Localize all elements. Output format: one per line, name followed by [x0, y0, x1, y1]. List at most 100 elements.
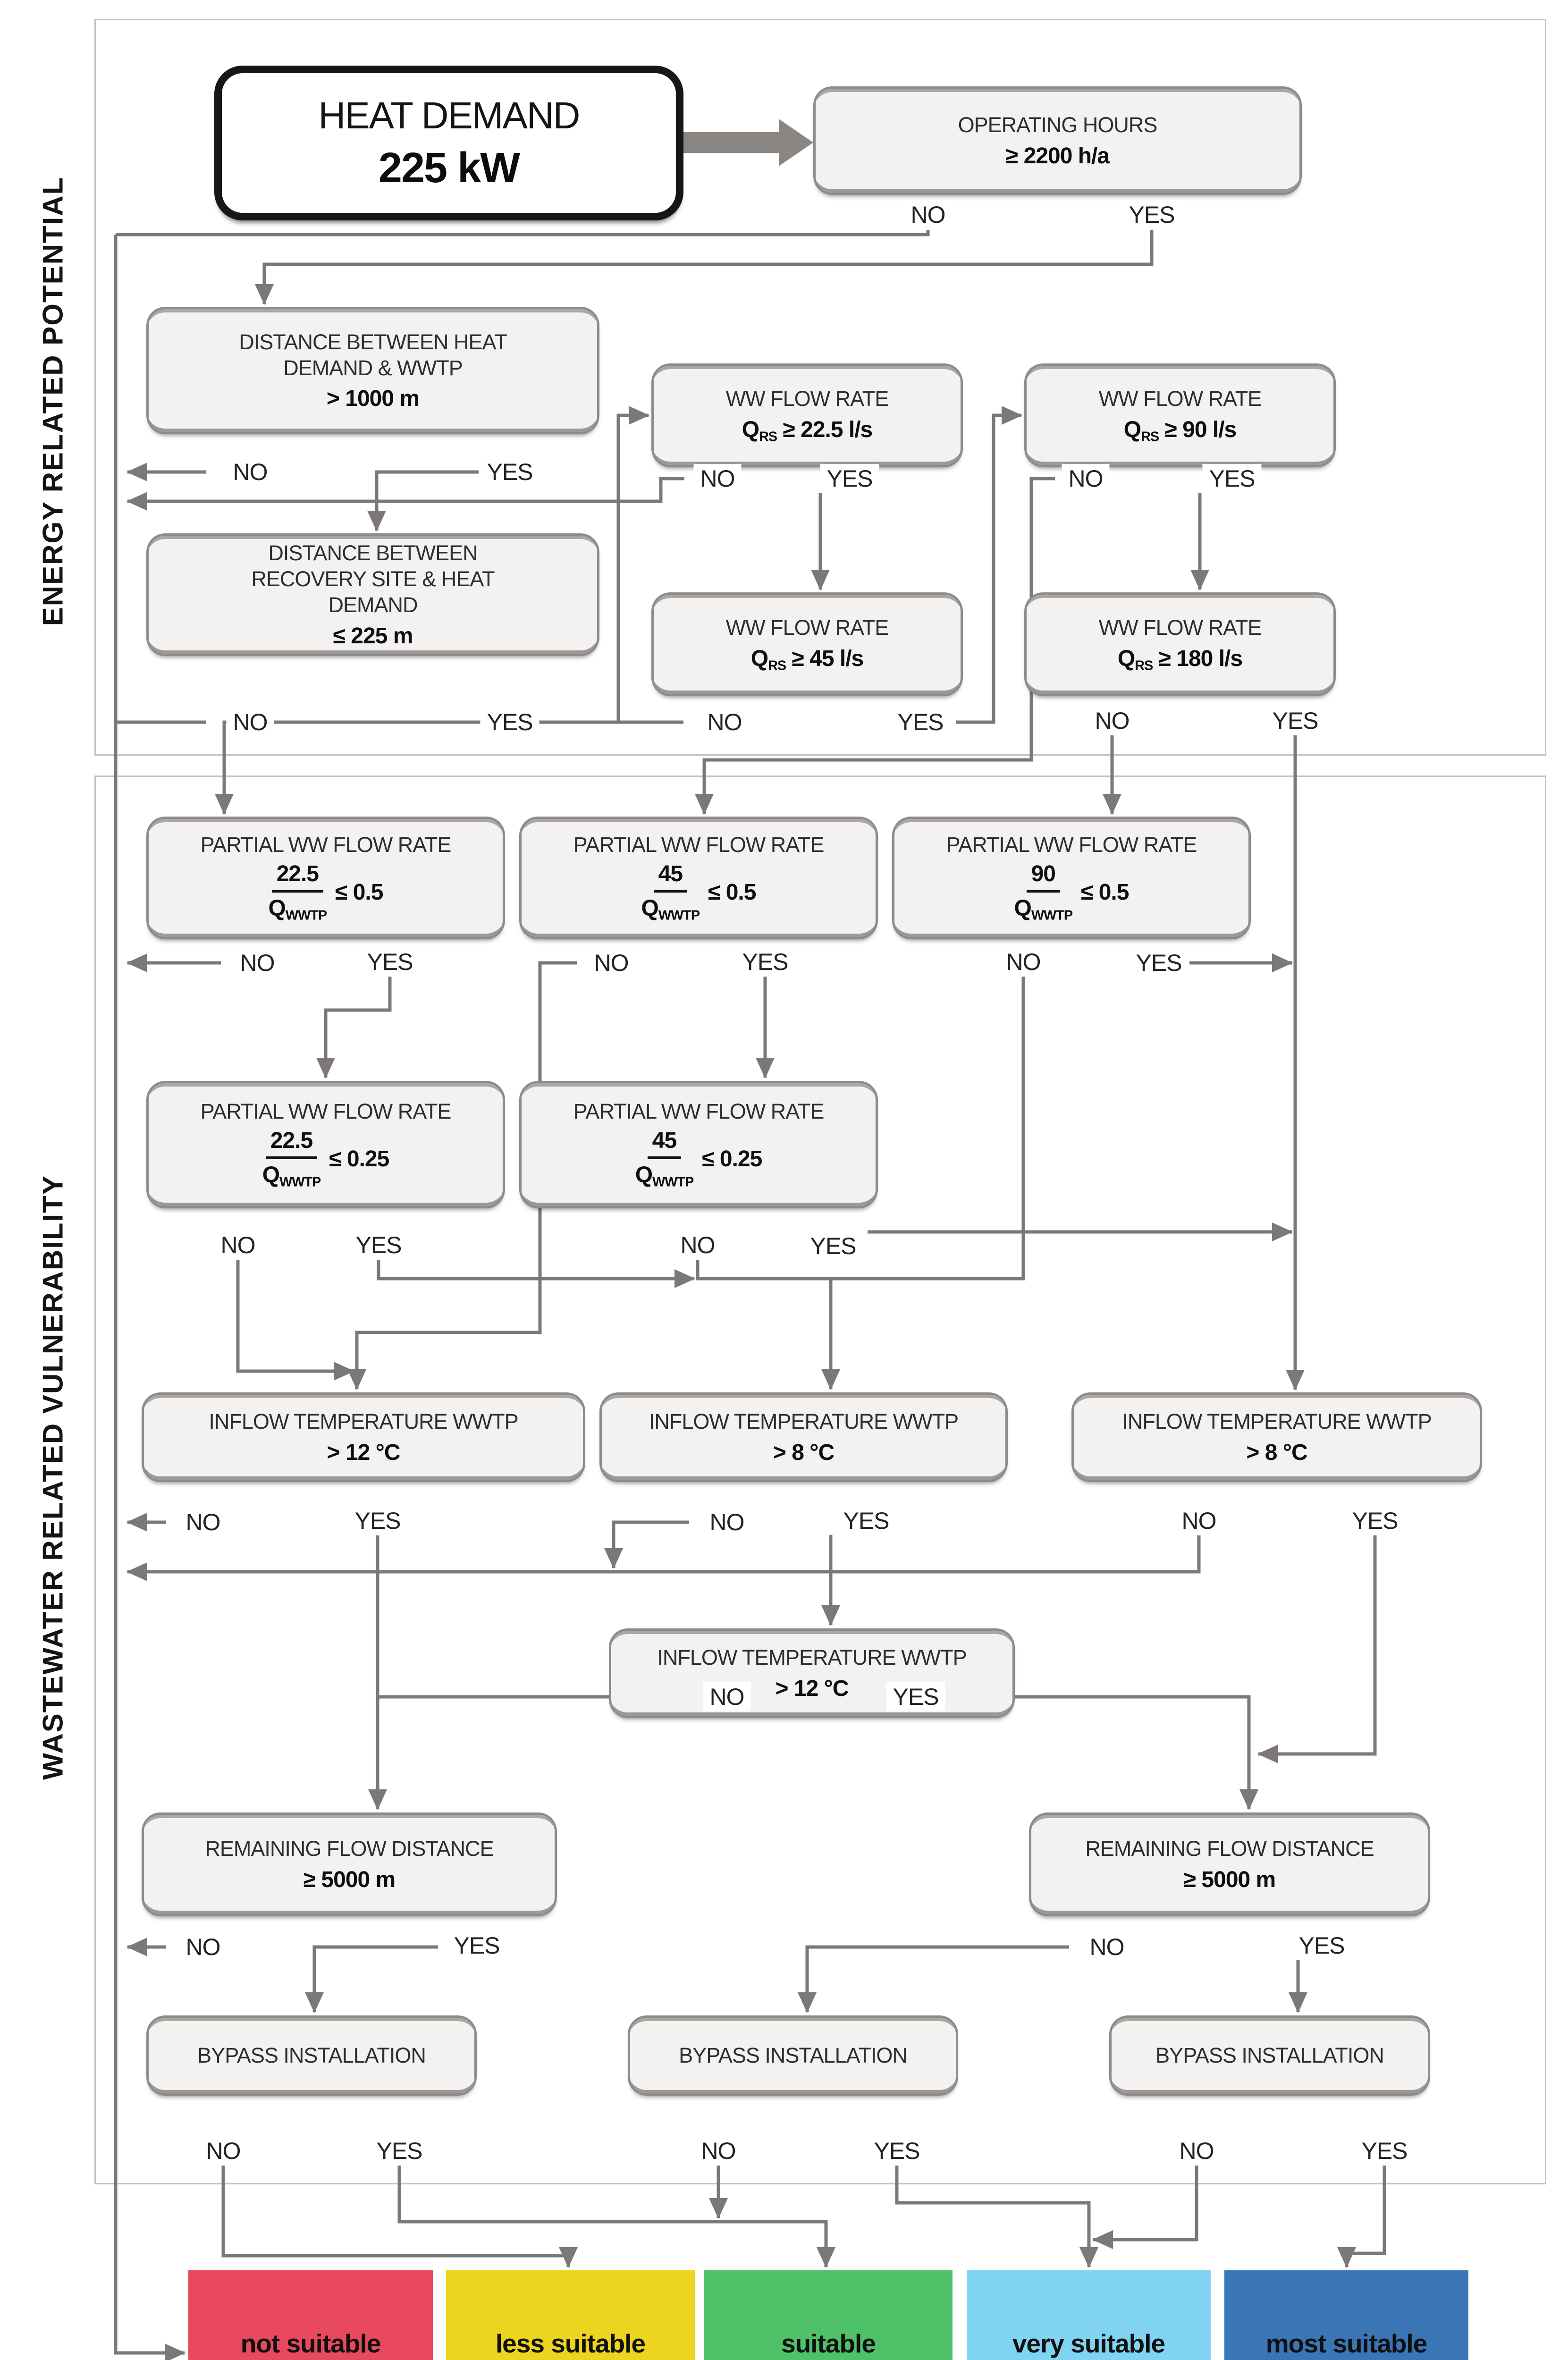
label-p45-05-yes: YES: [735, 947, 795, 977]
label-ww45-no: NO: [700, 708, 749, 737]
label-temp8-mid-no: NO: [703, 1508, 751, 1537]
edge-remain-right-no: [798, 1945, 1069, 2013]
label-p45-025-yes: YES: [803, 1231, 863, 1261]
result-most-suitable: most suitable: [1224, 2270, 1468, 2360]
label-operating-hours-yes: YES: [1122, 200, 1181, 229]
edge-dist-wwtp-yes: [367, 470, 479, 531]
label-bypass-mid-yes: YES: [867, 2136, 927, 2166]
node-bypass-right: BYPASS INSTALLATION: [1109, 2015, 1430, 2096]
edge-ww22-no: [126, 477, 684, 511]
edge-collector-not-suitable: [114, 235, 185, 2360]
node-inflow-temp-12-mid: INFLOW TEMPERATURE WWTP > 12 °C: [609, 1628, 1015, 1718]
node-ww-flow-rate-22: WW FLOW RATE QRS ≥ 22.5 l/s: [651, 363, 963, 467]
label-operating-hours-no: NO: [904, 200, 952, 229]
edge-bypass-right-no: [1092, 2165, 1198, 2249]
label-dist-wwtp-no: NO: [226, 457, 274, 487]
node-ww-flow-rate-45: WW FLOW RATE QRS ≥ 45 l/s: [651, 592, 963, 696]
energy-section-frame: [94, 19, 1546, 756]
heat-demand-arrow: [683, 119, 813, 166]
edge-operating-hours-no: [116, 230, 930, 236]
edge-bypass-left-yes: [397, 2165, 835, 2268]
label-p22-05-no: NO: [233, 948, 281, 978]
label-ww180-no: NO: [1088, 706, 1136, 735]
label-p45-05-no: NO: [587, 948, 635, 978]
result-suitable: suitable: [704, 2270, 953, 2360]
label-ww22-yes: YES: [820, 464, 879, 493]
node-bypass-mid: BYPASS INSTALLATION: [628, 2015, 958, 2096]
edge-temp8-right-yes: [1257, 1535, 1377, 1763]
label-ww90-yes: YES: [1202, 464, 1262, 493]
label-remain-left-yes: YES: [447, 1931, 506, 1960]
wastewater-section-frame: [94, 775, 1546, 2184]
edge-p90-05-no: [821, 976, 1025, 1390]
node-remaining-flow-right: REMAINING FLOW DISTANCE ≥ 5000 m: [1029, 1812, 1430, 1916]
node-ww-flow-rate-180: WW FLOW RATE QRS ≥ 180 l/s: [1024, 592, 1336, 696]
heat-demand-value: 225 kW: [378, 144, 520, 192]
node-bypass-left: BYPASS INSTALLATION: [146, 2015, 477, 2096]
node-operating-hours: OPERATING HOURS ≥ 2200 h/a: [813, 86, 1302, 195]
label-p22-05-yes: YES: [360, 947, 420, 977]
label-temp12-mid-no: NO: [703, 1682, 751, 1711]
label-temp8-right-no: NO: [1175, 1506, 1223, 1535]
label-ww22-no: NO: [693, 464, 742, 493]
edge-p22-025-yes: [377, 1258, 695, 1288]
edge-p45-05-no: [347, 961, 577, 1390]
result-label: suitable: [781, 2329, 876, 2358]
label-bypass-right-no: NO: [1172, 2136, 1221, 2166]
edge-temp8-mid-no: [604, 1520, 689, 1569]
label-remain-right-yes: YES: [1292, 1931, 1351, 1960]
result-not-suitable: not suitable: [188, 2270, 433, 2360]
label-ww90-no: NO: [1062, 464, 1110, 493]
label-bypass-right-yes: YES: [1355, 2136, 1414, 2166]
label-remain-left-no: NO: [179, 1932, 227, 1962]
node-distance-heat-demand-wwtp: DISTANCE BETWEEN HEAT DEMAND & WWTP > 10…: [146, 307, 599, 434]
node-inflow-temp-12-left: INFLOW TEMPERATURE WWTP > 12 °C: [142, 1392, 585, 1482]
node-heat-demand: HEAT DEMAND 225 kW: [214, 66, 683, 220]
edge-ww45-yes: [956, 406, 1022, 724]
edge-ww45-no: [215, 720, 683, 815]
edge-p22-05-yes: [316, 976, 392, 1079]
label-dist-recovery-no: NO: [226, 708, 274, 737]
edge-temp8-right-no: [126, 1535, 1201, 1581]
label-dist-recovery-yes: YES: [480, 708, 540, 737]
result-less-suitable: less suitable: [446, 2270, 695, 2360]
heat-demand-title: HEAT DEMAND: [318, 94, 581, 136]
label-bypass-mid-no: NO: [694, 2136, 742, 2166]
label-p45-025-no: NO: [674, 1231, 722, 1260]
label-bypass-left-yes: YES: [370, 2136, 429, 2166]
result-very-suitable: very suitable: [967, 2270, 1211, 2360]
label-temp12-left-yes: YES: [348, 1506, 407, 1535]
label-p22-025-yes: YES: [349, 1231, 408, 1260]
label-bypass-left-no: NO: [199, 2136, 247, 2166]
label-remain-right-no: NO: [1083, 1932, 1131, 1962]
label-temp12-left-no: NO: [179, 1508, 227, 1537]
node-inflow-temp-8-mid: INFLOW TEMPERATURE WWTP > 8 °C: [599, 1392, 1008, 1482]
node-distance-recovery-site: DISTANCE BETWEEN RECOVERY SITE & HEAT DE…: [146, 533, 599, 656]
node-inflow-temp-8-right: INFLOW TEMPERATURE WWTP > 8 °C: [1071, 1392, 1482, 1482]
label-temp8-right-yes: YES: [1345, 1506, 1405, 1535]
label-ww180-yes: YES: [1265, 706, 1325, 735]
edge-p22-025-no: [236, 1258, 354, 1381]
wastewater-section-label: WASTEWATER RELATED VULNERABILITY: [37, 1175, 69, 1780]
label-p22-025-no: NO: [214, 1231, 262, 1260]
label-ww45-yes: YES: [891, 708, 950, 737]
result-label: most suitable: [1265, 2329, 1428, 2358]
node-ww-flow-rate-90: WW FLOW RATE QRS ≥ 90 l/s: [1024, 363, 1336, 467]
edge-p45-025-no: [696, 1258, 831, 1281]
result-label: not suitable: [240, 2329, 381, 2358]
edge-ww90-no: [695, 477, 1055, 815]
label-p90-05-yes: YES: [1129, 948, 1189, 978]
label-temp8-mid-yes: YES: [836, 1506, 896, 1535]
node-remaining-flow-left: REMAINING FLOW DISTANCE ≥ 5000 m: [142, 1812, 557, 1916]
result-label: very suitable: [1012, 2329, 1165, 2358]
edge-bypass-mid-yes: [895, 2165, 1098, 2268]
edge-remain-left-yes: [305, 1945, 438, 2013]
label-dist-wwtp-yes: YES: [480, 457, 540, 487]
label-p90-05-no: NO: [999, 947, 1047, 977]
